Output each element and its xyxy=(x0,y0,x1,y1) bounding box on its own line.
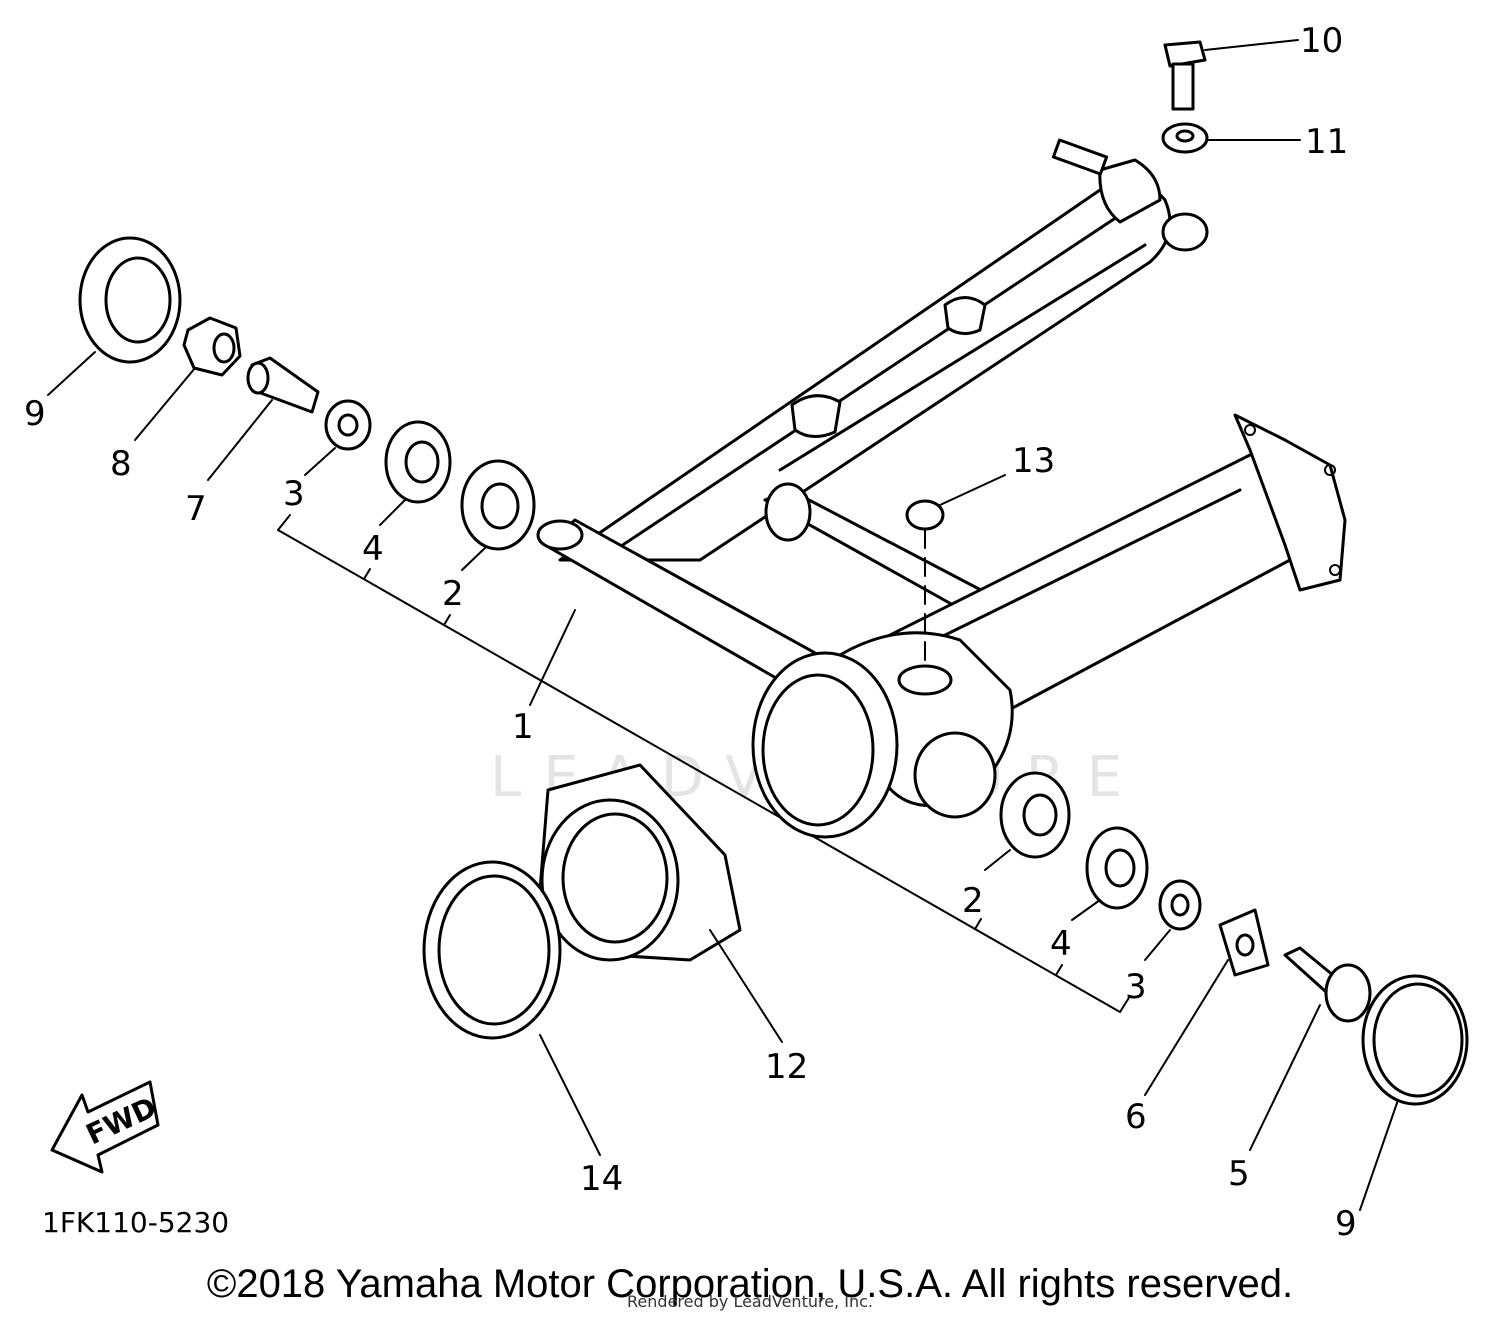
callout-1: 1 xyxy=(512,707,534,747)
washer-3-left xyxy=(324,399,372,451)
clamp-14 xyxy=(422,860,562,1040)
callout-12: 12 xyxy=(765,1047,808,1087)
fwd-arrow: FWD xyxy=(50,1080,161,1174)
nut-8 xyxy=(182,316,242,377)
callout-7: 7 xyxy=(185,489,207,529)
bearing-4-left xyxy=(384,420,452,504)
callout-6: 6 xyxy=(1125,1097,1147,1137)
assembly-bracket xyxy=(277,514,1131,1013)
callout-13: 13 xyxy=(1012,441,1055,481)
bearing-2-left xyxy=(460,459,536,551)
copyright-notice: ©2018 Yamaha Motor Corporation, U.S.A. A… xyxy=(206,1262,1294,1306)
callout-14: 14 xyxy=(580,1159,623,1199)
callout-5: 5 xyxy=(1228,1154,1250,1194)
callout-2-right: 2 xyxy=(962,881,984,921)
washer-11 xyxy=(1161,122,1209,154)
callout-8: 8 xyxy=(110,444,132,484)
callout-11: 11 xyxy=(1305,122,1348,162)
leader-lines xyxy=(47,39,1399,1211)
cap-9-right xyxy=(1361,974,1469,1106)
callout-2-left: 2 xyxy=(442,574,464,614)
callout-4-right: 4 xyxy=(1050,924,1072,964)
callout-9-left: 9 xyxy=(24,394,46,434)
callouts: 10 11 13 9 8 7 3 4 2 1 2 4 3 6 5 9 12 14 xyxy=(24,21,1357,1244)
boot-12 xyxy=(538,763,742,962)
bearing-2-right xyxy=(999,771,1071,859)
callout-10: 10 xyxy=(1300,21,1343,61)
rendered-by-notice: Rendered by LeadVenture, Inc. xyxy=(627,1292,873,1311)
bearing-4-right xyxy=(1085,826,1149,910)
bolt-10 xyxy=(1163,40,1207,111)
washer-3-right xyxy=(1158,879,1202,931)
plate-6 xyxy=(1218,908,1270,977)
plug-13 xyxy=(905,499,945,661)
callout-3-right: 3 xyxy=(1125,967,1147,1007)
callout-9-right: 9 xyxy=(1335,1204,1357,1244)
diagram-code: 1FK110-5230 xyxy=(42,1206,229,1239)
callout-3-left: 3 xyxy=(283,474,305,514)
shaft-7 xyxy=(246,356,320,414)
oil-seal-9-left xyxy=(78,236,182,364)
swingarm xyxy=(536,138,1347,839)
bolt-5 xyxy=(1283,946,1372,1023)
callout-4-left: 4 xyxy=(362,529,384,569)
